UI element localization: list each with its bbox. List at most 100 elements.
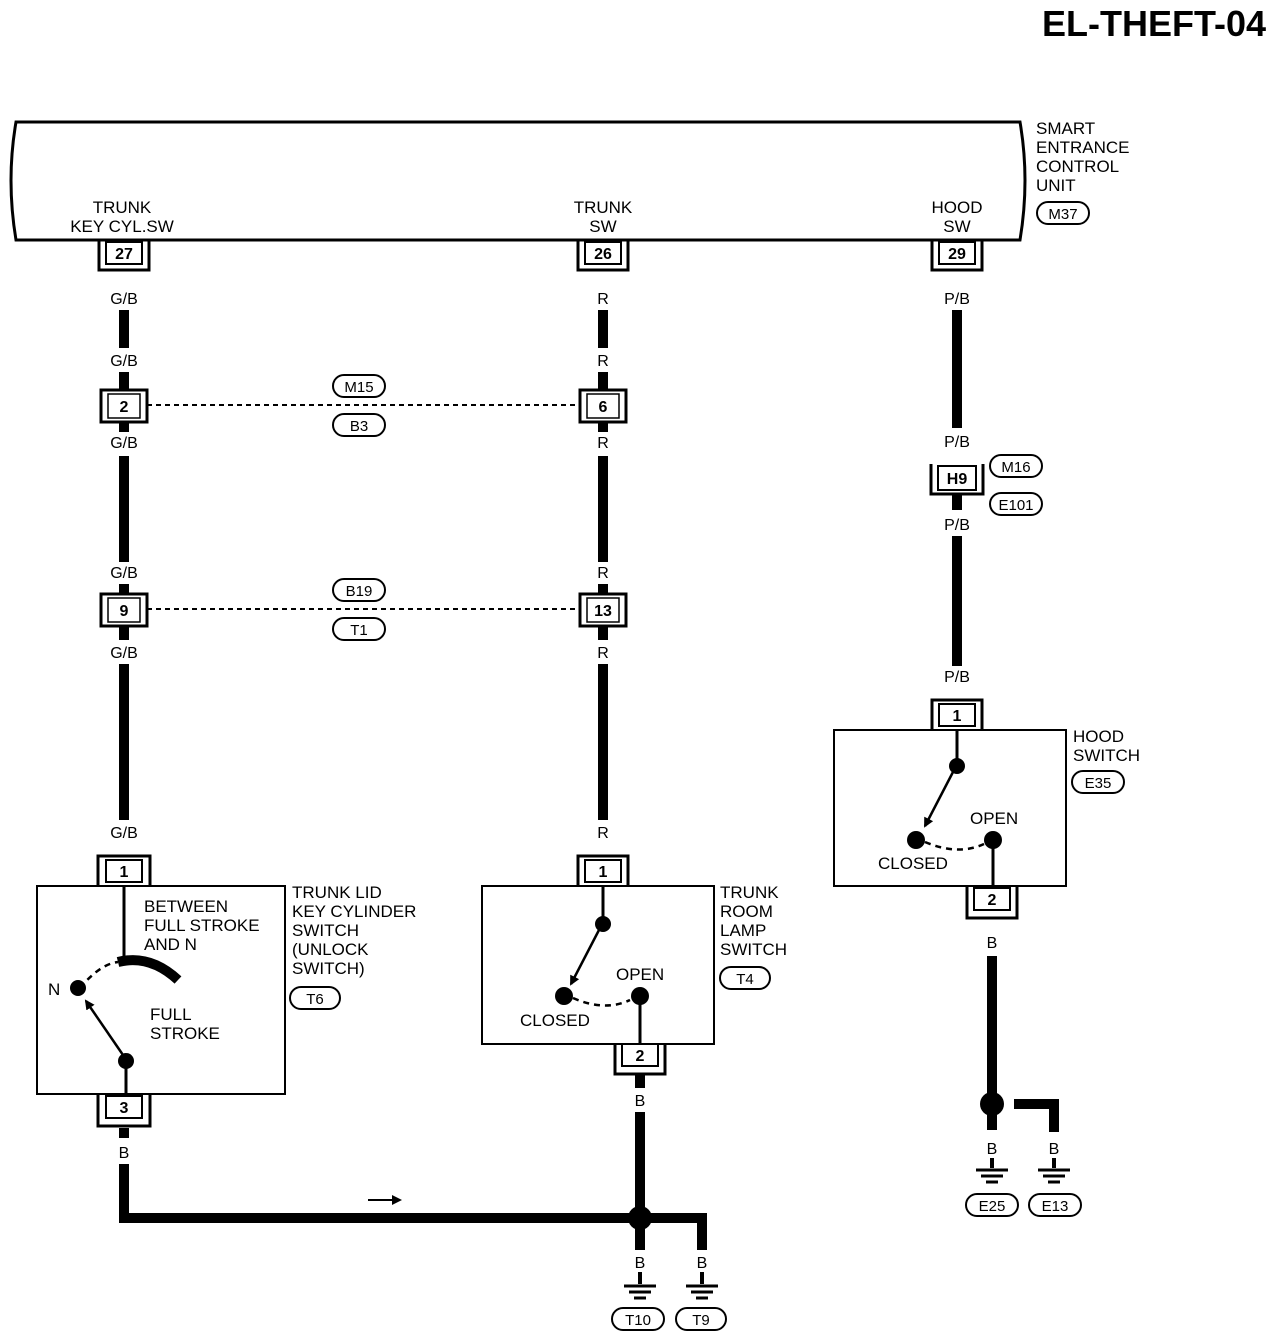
- connector-badge-b3: [332, 413, 386, 437]
- ground-code-e25: E25: [979, 1198, 1006, 1215]
- ground-code-e13: E13: [1042, 1198, 1069, 1215]
- connector-badge-b19: [332, 578, 386, 602]
- wire-color-pb-2: P/B: [944, 434, 970, 451]
- terminal-label-trunk-sw-1: TRUNK: [574, 198, 633, 217]
- label-closed-hood: CLOSED: [878, 854, 948, 873]
- ground-leads: [638, 1158, 1056, 1284]
- wire-color-gb-4: G/B: [110, 565, 138, 582]
- joint-pin-h9: H9: [929, 464, 985, 496]
- ground-icon-e25: [976, 1168, 1008, 1184]
- terminal-label-trunk-key-1: TRUNK: [93, 198, 152, 217]
- terminal-label-trunk-key-2: KEY CYL.SW: [70, 217, 174, 236]
- pin-number-hood-top: 1: [953, 708, 962, 725]
- connector-badge-m37: [1036, 201, 1090, 225]
- pin-number-trunk-lamp-top: 1: [599, 864, 608, 881]
- position-between-3: AND N: [144, 935, 197, 954]
- wire-color-gb-5: G/B: [110, 645, 138, 662]
- trunk-lamp-switch-name-2: ROOM: [720, 902, 773, 921]
- wire-color-r-2: R: [597, 353, 609, 370]
- terminal-label-trunk-sw-2: SW: [589, 217, 616, 236]
- contact-closed-trunk-lamp: [555, 987, 573, 1005]
- trunk-lamp-switch-name-3: LAMP: [720, 921, 766, 940]
- connector-badge-e101: [989, 492, 1043, 516]
- wire-color-r-5: R: [597, 645, 609, 662]
- joint-pin-2: 2: [99, 388, 149, 424]
- contact-common-trunk-lamp: [595, 916, 611, 932]
- wire-color-gb-1: G/B: [110, 291, 138, 308]
- wire-color-gb-3: G/B: [110, 435, 138, 452]
- contact-n: [70, 980, 86, 996]
- control-unit-name-4: UNIT: [1036, 176, 1076, 195]
- control-unit-name-2: ENTRANCE: [1036, 138, 1130, 157]
- wire-color-pb-4: P/B: [944, 669, 970, 686]
- connector-code-m37: M37: [1048, 206, 1077, 223]
- connector-badge-t10: [611, 1307, 665, 1331]
- terminal-label-hood-sw-1: HOOD: [932, 198, 983, 217]
- page-title: EL-THEFT-04: [1042, 3, 1266, 44]
- joint-pin-6: 6: [578, 388, 628, 424]
- wire-color-gb-6: G/B: [110, 825, 138, 842]
- contact-common-hood: [949, 758, 965, 774]
- trunk-lamp-switch-name-4: SWITCH: [720, 940, 787, 959]
- connector-badge-m16: [989, 454, 1043, 478]
- trunk-lid-switch-name-1: TRUNK LID: [292, 883, 382, 902]
- connector-code-e35: E35: [1085, 775, 1112, 792]
- pin-number-trunk-lamp-bottom: 2: [636, 1048, 645, 1065]
- pin-number-trunk-key-top: 1: [120, 864, 129, 881]
- wire-b-trunk-key-to-ground: [119, 1164, 640, 1223]
- pin-number-6-m15: 6: [599, 399, 608, 416]
- pin-cu-27: 27: [97, 240, 151, 272]
- switch-lever-trunk-lamp: [569, 929, 601, 986]
- connector-badge-m15: [332, 374, 386, 398]
- trunk-lid-switch-name-4: (UNLOCK: [292, 940, 369, 959]
- wire-b-ground-t9-branch: [640, 1213, 707, 1250]
- pin-number-hood-bottom: 2: [988, 892, 997, 909]
- trunk-lid-switch-name-3: SWITCH: [292, 921, 359, 940]
- trunk-room-lamp-switch: 1 2 OPEN CLOSED: [481, 854, 715, 1076]
- wire-color-b-hood: B: [987, 935, 998, 952]
- connector-badge-e13: [1028, 1193, 1082, 1217]
- trunk-lid-key-switch: 1 3 BETWEEN FULL STROKE AND N N FULL STR…: [36, 854, 286, 1128]
- pin-number-2-m15: 2: [120, 399, 129, 416]
- connector-code-m15: M15: [344, 379, 373, 396]
- switch-lever-trunk-key: [84, 999, 125, 1056]
- connector-code-t1: T1: [350, 622, 368, 639]
- position-full-2: STROKE: [150, 1024, 220, 1043]
- wire-color-r-6: R: [597, 825, 609, 842]
- hood-switch: 1 2 OPEN CLOSED: [833, 698, 1067, 920]
- contact-closed-hood: [907, 831, 925, 849]
- connector-code-t6: T6: [306, 991, 324, 1008]
- connector-badge-t4: [719, 966, 771, 990]
- connector-code-b3: B3: [350, 418, 368, 435]
- ground-code-t10: T10: [625, 1312, 651, 1329]
- switch-lever-hood: [923, 771, 955, 828]
- wire-color-b-t9: B: [697, 1255, 708, 1272]
- position-full-1: FULL: [150, 1005, 192, 1024]
- hood-switch-name-1: HOOD: [1073, 727, 1124, 746]
- connector-badge-t6: [289, 986, 341, 1010]
- pin-number-trunk-key-bottom: 3: [120, 1100, 129, 1117]
- pin-cu-29: 29: [930, 240, 984, 272]
- connector-badge-t9: [675, 1307, 727, 1331]
- label-closed-trunk-lamp: CLOSED: [520, 1011, 590, 1030]
- wire-color-gb-2: G/B: [110, 353, 138, 370]
- control-unit-box: [9, 120, 1027, 242]
- hood-switch-name-2: SWITCH: [1073, 746, 1140, 765]
- connector-code-t4: T4: [736, 971, 754, 988]
- terminal-label-hood-sw-2: SW: [943, 217, 970, 236]
- label-open-hood: OPEN: [970, 809, 1018, 828]
- connector-code-m16: M16: [1001, 459, 1030, 476]
- position-between-1: BETWEEN: [144, 897, 228, 916]
- wire-color-b-trunk-lamp: B: [635, 1093, 646, 1110]
- label-open-trunk-lamp: OPEN: [616, 965, 664, 984]
- trunk-lid-switch-name-5: SWITCH): [292, 959, 365, 978]
- joint-pin-9: 9: [99, 592, 149, 628]
- control-unit-name-1: SMART: [1036, 119, 1095, 138]
- pin-number-9-b19: 9: [120, 603, 129, 620]
- wire-color-r-3: R: [597, 435, 609, 452]
- pin-number-27: 27: [115, 246, 133, 263]
- ground-icon-e13: [1038, 1168, 1070, 1184]
- pin-number-26: 26: [594, 246, 612, 263]
- wire-b-ground-e13-branch: [1014, 1099, 1059, 1132]
- wire-color-pb-3: P/B: [944, 517, 970, 534]
